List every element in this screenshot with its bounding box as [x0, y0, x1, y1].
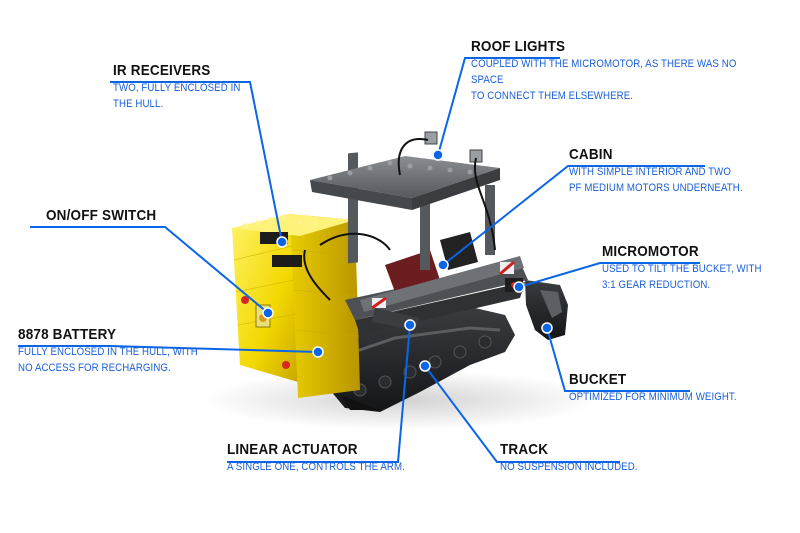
callout-title: ROOF LIGHTS — [471, 38, 566, 55]
leader-roof-lights — [437, 57, 560, 156]
callout-desc-line: FULLY ENCLOSED IN THE HULL, WITH — [18, 346, 198, 358]
callout-title: IR RECEIVERS — [113, 62, 211, 79]
callout-desc-line: 3:1 GEAR REDUCTION. — [602, 279, 711, 291]
callout-desc-line: TWO, FULLY ENCLOSED IN — [113, 82, 241, 94]
leader-track — [424, 365, 620, 463]
callout-ir-receivers: IR RECEIVERS TWO, FULLY ENCLOSED IN THE … — [113, 62, 258, 112]
leader-cabin — [442, 165, 705, 266]
leader-ir-receivers — [110, 81, 283, 243]
leader-linear-actuator — [227, 324, 411, 463]
callout-title: LINEAR ACTUATOR — [227, 441, 358, 458]
callout-micromotor: MICROMOTOR USED TO TILT THE BUCKET, WITH… — [602, 243, 783, 293]
callout-title: BUCKET — [569, 371, 627, 388]
callout-cabin: CABIN WITH SIMPLE INTERIOR AND TWO PF ME… — [569, 146, 766, 196]
callout-desc-line: USED TO TILT THE BUCKET, WITH — [602, 263, 762, 275]
roof-lights-illustration — [303, 131, 496, 301]
dot-battery — [312, 346, 324, 358]
skid-steer-model — [232, 131, 568, 412]
callout-desc-line: TO CONNECT THEM ELSEWHERE. — [471, 90, 634, 102]
leader-lines — [18, 57, 705, 463]
callout-title: MICROMOTOR — [602, 243, 699, 260]
callout-desc-line: NO ACCESS FOR RECHARGING. — [18, 362, 171, 374]
dot-track — [419, 360, 431, 372]
callout-roof-lights: ROOF LIGHTS COUPLED WITH THE MICROMOTOR,… — [471, 38, 800, 104]
callout-desc-line: PF MEDIUM MOTORS UNDERNEATH. — [569, 182, 743, 194]
yellow-hull-illustration — [232, 214, 360, 398]
callout-desc-line: THE HULL. — [113, 98, 164, 110]
callout-desc-line: COUPLED WITH THE MICROMOTOR, AS THERE WA… — [471, 58, 737, 86]
leader-battery — [18, 345, 319, 353]
leader-on-off-switch — [30, 226, 269, 314]
callout-title: CABIN — [569, 146, 613, 163]
dot-micromotor — [513, 281, 525, 293]
callout-desc-line: WITH SIMPLE INTERIOR AND TWO — [569, 166, 732, 178]
dot-roof-lights — [432, 149, 444, 161]
dot-ir-receivers — [276, 236, 288, 248]
leader-micromotor — [518, 262, 700, 288]
callout-track: TRACK NO SUSPENSION INCLUDED. — [500, 441, 656, 475]
callout-on-off-switch: ON/OFF SWITCH — [46, 207, 169, 225]
track-illustration — [330, 308, 515, 412]
leader-bucket — [546, 327, 690, 392]
callout-battery: 8878 BATTERY FULLY ENCLOSED IN THE HULL,… — [18, 326, 222, 376]
callout-linear-actuator: LINEAR ACTUATOR A SINGLE ONE, CONTROLS T… — [227, 441, 429, 475]
callout-desc-line: A SINGLE ONE, CONTROLS THE ARM. — [227, 461, 405, 473]
callout-desc-line: OPTIMIZED FOR MINIMUM WEIGHT. — [569, 391, 737, 403]
callout-desc-line: NO SUSPENSION INCLUDED. — [500, 461, 638, 473]
dot-bucket — [541, 322, 553, 334]
dot-linear-actuator — [404, 319, 416, 331]
leader-dots — [262, 149, 553, 372]
callout-bucket: BUCKET OPTIMIZED FOR MINIMUM WEIGHT. — [569, 371, 760, 405]
dot-cabin — [437, 259, 449, 271]
dot-on-off-switch — [262, 307, 274, 319]
callout-title: ON/OFF SWITCH — [46, 207, 157, 224]
callout-title: 8878 BATTERY — [18, 326, 117, 343]
callout-title: TRACK — [500, 441, 549, 458]
